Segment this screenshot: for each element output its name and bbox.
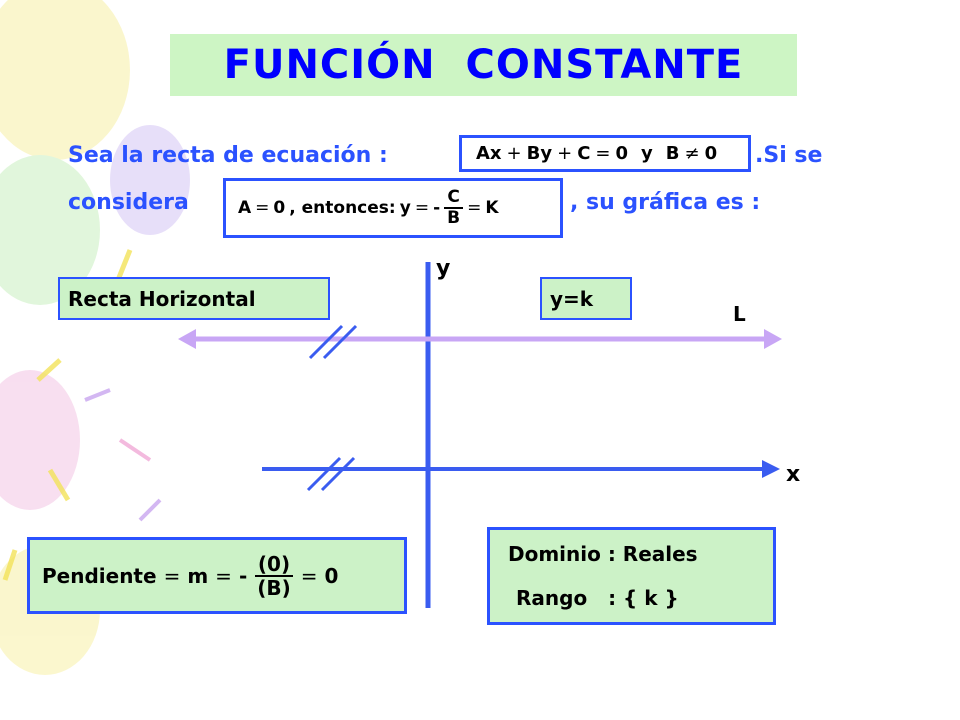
- eq1-conj: y: [641, 143, 653, 164]
- slope-equals-1: =: [163, 563, 181, 588]
- constant-condition-box: A = 0 , entonces: y = - C B = K: [223, 178, 563, 238]
- eq1-plus-2: +: [557, 143, 573, 164]
- eq2-k: K: [485, 198, 499, 218]
- eq1-zero: 0: [615, 143, 629, 164]
- title-banner: FUNCIÓN CONSTANTE: [170, 34, 797, 96]
- eq2-equals-2: =: [414, 198, 430, 218]
- eq2-numerator: C: [444, 189, 463, 209]
- domain-text: Dominio : Reales: [508, 542, 698, 566]
- page-title: FUNCIÓN CONSTANTE: [223, 42, 744, 88]
- line-l-label: L: [733, 302, 746, 326]
- slope-denominator: (B): [257, 575, 291, 600]
- slope-label: Pendiente: [42, 563, 157, 588]
- eq1-c: C: [577, 143, 591, 164]
- parallel-mark-top-2: [322, 324, 358, 360]
- slope-m: m: [187, 563, 209, 588]
- eq1-zero-2: 0: [704, 143, 718, 164]
- eq1-equals: =: [595, 143, 611, 164]
- horizontal-line-label: Recta Horizontal: [58, 277, 330, 320]
- eq2-denominator: B: [447, 208, 461, 228]
- eq2-equals-3: =: [467, 198, 482, 218]
- general-equation-box: Ax + By + C = 0 y B ≠ 0: [459, 135, 751, 172]
- eq1-b: B: [665, 143, 680, 164]
- slope-equals-2: =: [215, 563, 232, 588]
- line-l-arrow-right: [764, 329, 782, 349]
- eq1-neq: ≠: [684, 143, 700, 164]
- slope-numerator: (0): [254, 554, 294, 577]
- line-l-arrow-left: [178, 329, 196, 349]
- eq2-text: , entonces:: [289, 198, 396, 218]
- x-axis-arrow: [762, 460, 780, 478]
- slope-equals-3: =: [300, 563, 318, 588]
- parallel-mark-top-1: [308, 324, 344, 360]
- slope-result: 0: [324, 563, 339, 588]
- eq1-by: By: [526, 143, 553, 164]
- eq2-a: A: [238, 198, 252, 218]
- intro-line2-suffix: , su gráfica es :: [570, 190, 761, 215]
- eq2-y: y: [399, 198, 411, 218]
- x-axis-label: x: [786, 462, 801, 487]
- eq2-zero: 0: [273, 198, 286, 218]
- slope-box: Pendiente = m = - (0) (B) = 0: [27, 537, 407, 614]
- y-axis-label: y: [436, 256, 451, 281]
- intro-line1-suffix: .Si se: [755, 143, 823, 168]
- eq2-equals-1: =: [255, 198, 270, 218]
- slope-minus: -: [238, 563, 248, 588]
- eq2-fraction: C B: [444, 189, 463, 227]
- intro-line1-prefix: Sea la recta de ecuación :: [68, 143, 388, 168]
- line-equation-label: y=k: [540, 277, 632, 320]
- slope-fraction: (0) (B): [254, 554, 294, 598]
- eq1-ax: Ax: [476, 143, 502, 164]
- eq2-minus: -: [433, 198, 441, 218]
- intro-line2-prefix: considera: [68, 190, 189, 215]
- parallel-mark-bottom-1: [306, 456, 342, 492]
- parallel-mark-bottom-2: [320, 456, 356, 492]
- eq1-plus-1: +: [506, 143, 522, 164]
- range-text: Rango : { k }: [516, 586, 679, 610]
- domain-range-box: Dominio : Reales Rango : { k }: [487, 527, 776, 625]
